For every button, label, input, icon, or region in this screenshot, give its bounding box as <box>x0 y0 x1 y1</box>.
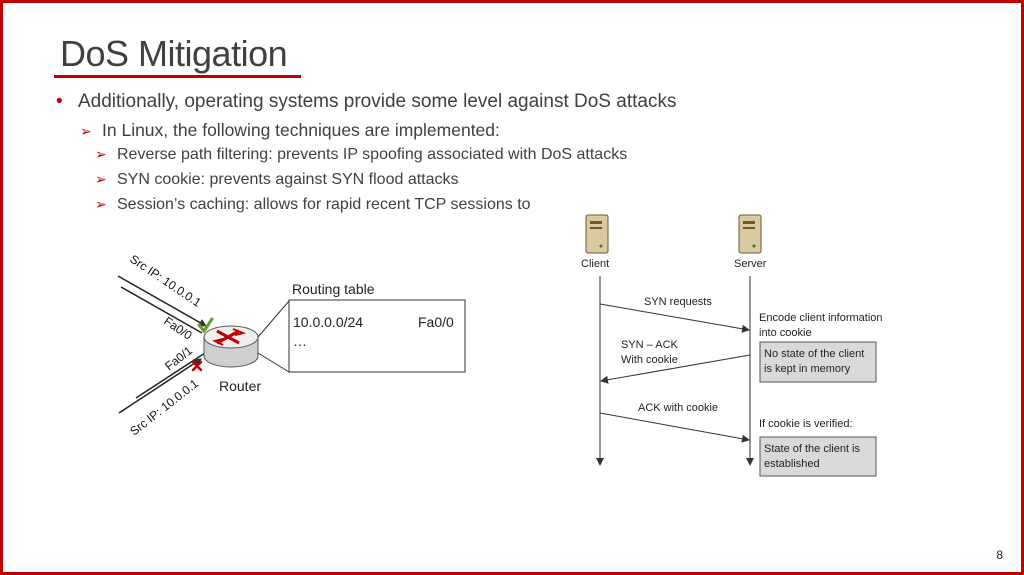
callout-line-bottom <box>257 352 290 373</box>
callout-line-top <box>257 300 290 338</box>
synack-message-arrow <box>600 354 751 384</box>
state-line1: State of the client is <box>764 443 860 455</box>
incoming-link-bottom-2 <box>118 358 202 414</box>
synack-label-line1: SYN – ACK <box>621 339 679 351</box>
bullet-text: SYN cookie: prevents against SYN flood a… <box>117 171 459 188</box>
routing-diagram: Src IP: 10.0.0.1 Src IP: 10.0.0.1 Fa0/0 … <box>117 214 883 477</box>
bullet-level-3: ➢ Session’s caching: allows for rapid rec… <box>95 196 531 214</box>
routing-table-more: … <box>293 333 307 349</box>
routing-table-network: 10.0.0.0/24 <box>293 314 363 330</box>
state-established-box <box>759 436 877 477</box>
server-label: Server <box>734 258 767 270</box>
no-state-line2: is kept in memory <box>764 363 851 375</box>
routing-table-title: Routing table <box>292 281 375 297</box>
src-ip-top-label: Src IP: 10.0.0.1 <box>127 252 204 310</box>
check-icon <box>197 317 214 334</box>
page-title: DoS Mitigation <box>60 33 288 74</box>
verified-note: If cookie is verified: <box>759 418 853 430</box>
router-label: Router <box>219 378 261 394</box>
arrow-bullet-icon: ➢ <box>95 146 107 162</box>
bullet-text: Reverse path filtering: prevents IP spoo… <box>117 146 628 163</box>
bullet-text: Additionally, operating systems provide … <box>78 91 677 112</box>
syn-message-arrow <box>599 303 750 333</box>
routing-table-interface: Fa0/0 <box>418 314 454 330</box>
src-ip-bottom-label: Src IP: 10.0.0.1 <box>127 376 201 438</box>
incoming-link-top <box>117 275 207 327</box>
ack-message-arrow <box>599 412 750 443</box>
synack-label-line2: With cookie <box>621 354 678 366</box>
routing-table-box <box>288 299 466 373</box>
encode-note-line1: Encode client information <box>759 312 883 324</box>
router-icon <box>203 325 259 368</box>
syn-message-label: SYN requests <box>644 296 712 308</box>
arrow-bullet-icon: ➢ <box>95 171 107 187</box>
page-number: 8 <box>996 548 1003 562</box>
no-state-box <box>759 341 877 383</box>
client-server-icon <box>585 214 609 254</box>
port-top-label: Fa0/0 <box>161 314 195 343</box>
incoming-link-top-2 <box>120 286 203 334</box>
server-icon <box>738 214 762 254</box>
arrow-bullet-icon: ➢ <box>80 123 92 139</box>
ack-message-label: ACK with cookie <box>638 402 718 414</box>
no-state-line1: No state of the client <box>764 348 864 360</box>
encode-note-line2: into cookie <box>759 327 812 339</box>
bullet-level-1: • Additionally, operating systems provide… <box>56 91 676 113</box>
arrow-bullet-icon: ➢ <box>95 196 107 212</box>
bullet-text: Session’s caching: allows for rapid rece… <box>117 196 531 213</box>
bullet-dot-icon: • <box>56 91 63 112</box>
port-bottom-label: Fa0/1 <box>162 343 195 373</box>
cross-icon <box>191 360 203 372</box>
state-line2: established <box>764 458 820 470</box>
bullet-level-3: ➢ SYN cookie: prevents against SYN flood … <box>95 171 459 189</box>
bullet-text: In Linux, the following techniques are i… <box>102 120 500 140</box>
bullet-level-3: ➢ Reverse path filtering: prevents IP spo… <box>95 146 627 164</box>
client-label: Client <box>581 258 609 270</box>
title-underline <box>54 75 301 78</box>
bullet-level-2: ➢ In Linux, the following techniques are … <box>80 120 500 141</box>
